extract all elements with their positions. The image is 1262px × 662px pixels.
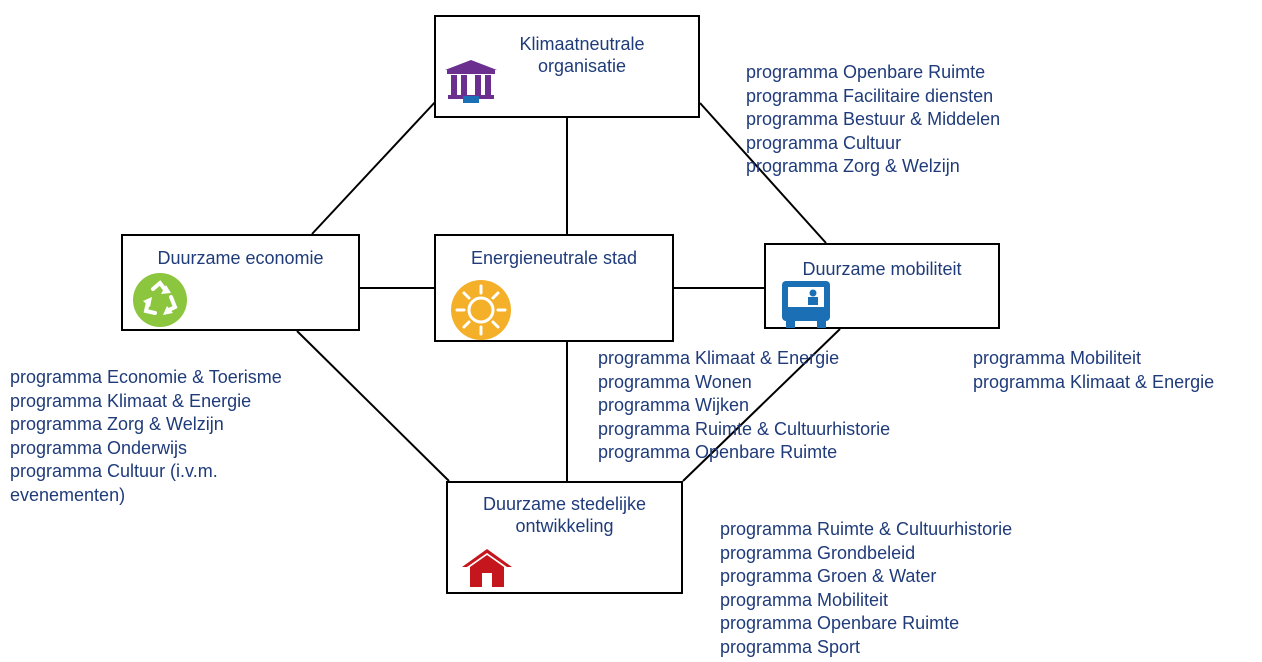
programme-item: programma Facilitaire diensten: [746, 85, 994, 106]
node-title: Klimaatneutrale organisatie: [519, 34, 645, 76]
connector-klimaat-economie: [311, 99, 438, 235]
node-duurzame-economie: Duurzame economie: [121, 234, 360, 331]
programme-list-duurzame-economie: programma Economie & Toerisme programma …: [10, 366, 282, 507]
programme-item: programma Mobiliteit: [720, 589, 889, 610]
programme-item: programma Wijken: [598, 395, 750, 415]
programme-item: programma Openbare Ruimte: [720, 613, 960, 633]
node-duurzame-stedelijke-ontwikkeling: Duurzame stedelijke ontwikkeling: [446, 481, 683, 594]
node-title: Duurzame stedelijke ontwikkeling: [482, 494, 647, 536]
node-title: Energieneutrale stad: [470, 248, 638, 268]
government-building-icon: [445, 60, 497, 103]
house-icon: [462, 549, 512, 587]
programme-item: programma Ruimte & Cultuurhistorie: [598, 418, 891, 439]
recycle-icon: [133, 273, 187, 327]
programme-item: programma Cultuur (i.v.m.: [10, 461, 218, 481]
node-duurzame-mobiliteit: Duurzame mobiliteit: [764, 243, 1000, 329]
programme-item: programma Openbare Ruimte: [598, 442, 838, 462]
programme-item: programma Grondbeleid: [720, 542, 916, 563]
node-title: Duurzame economie: [157, 248, 324, 268]
programme-list-duurzame-stedelijke-ontwikkeling: programma Ruimte & Cultuurhistorie progr…: [720, 518, 1012, 659]
sun-icon: [451, 280, 511, 340]
programme-item: programma Groen & Water: [720, 566, 937, 586]
connector-klimaat-mobiliteit: [699, 102, 827, 244]
connector-mobiliteit-stedelijk: [682, 328, 841, 482]
node-klimaatneutrale-organisatie: Klimaatneutrale organisatie: [434, 15, 700, 118]
programme-list-duurzame-mobiliteit: programma Mobiliteit programma Klimaat &…: [973, 347, 1214, 394]
programme-item: programma Economie & Toerisme: [10, 367, 282, 387]
programme-list-energieneutrale-stad: programma Klimaat & Energie programma Wo…: [598, 347, 890, 465]
programme-item: programma Mobiliteit: [973, 348, 1142, 368]
bus-icon: [782, 281, 830, 328]
programme-item: programma Onderwijs: [10, 437, 188, 458]
programme-item: programma Bestuur & Middelen: [746, 109, 1001, 129]
programme-item: programma Zorg & Welzijn: [746, 156, 960, 176]
programme-item: programma Sport: [720, 636, 861, 657]
programme-item: programma Ruimte & Cultuurhistorie: [720, 519, 1013, 539]
programme-item: programma Klimaat & Energie: [973, 371, 1215, 392]
programme-item: programma Cultuur: [746, 132, 902, 153]
node-title: Duurzame mobiliteit: [802, 259, 962, 279]
programme-item: programma Klimaat & Energie: [10, 390, 252, 411]
node-energieneutrale-stad: Energieneutrale stad: [434, 234, 674, 342]
programme-item: programma Openbare Ruimte: [746, 62, 986, 82]
programme-item: programma Klimaat & Energie: [598, 348, 840, 368]
programme-item: programma Wonen: [598, 371, 752, 392]
connector-economie-stedelijk: [296, 330, 450, 482]
programme-item: programma Zorg & Welzijn: [10, 414, 224, 434]
programme-item: evenementen): [10, 484, 126, 505]
programme-list-klimaatneutrale-organisatie: programma Openbare Ruimte programma Faci…: [746, 61, 1000, 179]
